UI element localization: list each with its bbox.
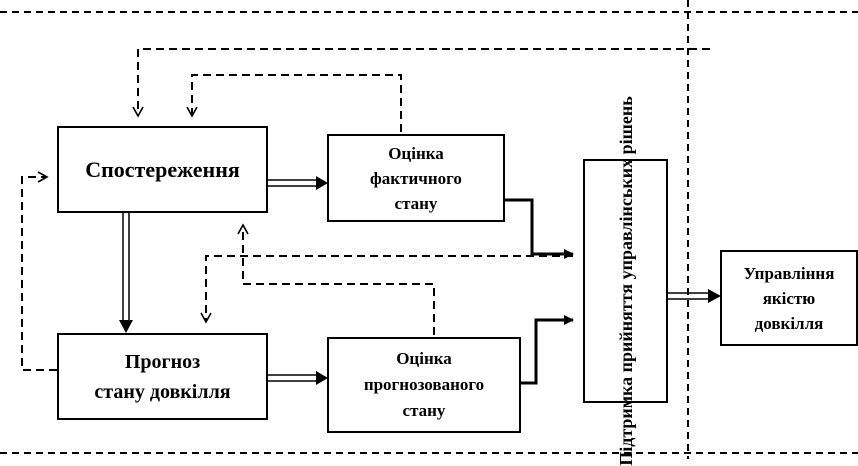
node-actual-assessment: Оцінка фактичного стану xyxy=(327,134,505,222)
double-arrows xyxy=(119,176,721,385)
node-decision-support: Підтримка прийняття управлінських рішень xyxy=(583,96,668,466)
edge-decision-to-observations xyxy=(132,48,710,118)
node-predicted-assessment-label: Оцінка прогнозованого стану xyxy=(363,349,485,420)
node-actual-assessment-label: Оцінка фактичного стану xyxy=(370,143,462,213)
node-quality-management: Управління якістю довкілля xyxy=(720,250,858,346)
node-forecast: Прогноз стану довкілля xyxy=(57,333,268,420)
dashed-arrows xyxy=(21,48,710,371)
edge-forecast-to-observations xyxy=(21,171,57,371)
edge-predicted-to-decision xyxy=(521,315,574,385)
node-quality-management-label: Управління якістю довкілля xyxy=(743,263,835,333)
edge-predicted-to-observations xyxy=(237,223,435,335)
node-observations: Спостереження xyxy=(57,126,268,213)
edge-actual-to-observations xyxy=(186,74,402,132)
edge-observations-to-actual xyxy=(268,176,328,190)
node-decision-support-label: Підтримка прийняття управлінських рішень xyxy=(615,96,636,466)
node-predicted-assessment: Оцінка прогнозованого стану xyxy=(327,337,521,433)
edge-actual-to-decision xyxy=(505,198,574,259)
node-forecast-label: Прогноз стану довкілля xyxy=(94,350,231,403)
solid-arrows xyxy=(505,198,574,385)
edge-observations-to-forecast xyxy=(119,213,133,333)
node-observations-label: Спостереження xyxy=(85,156,240,182)
edge-decision-to-forecast xyxy=(200,255,573,324)
edge-forecast-to-predicted xyxy=(268,371,328,385)
edge-decision-to-management xyxy=(668,289,721,303)
